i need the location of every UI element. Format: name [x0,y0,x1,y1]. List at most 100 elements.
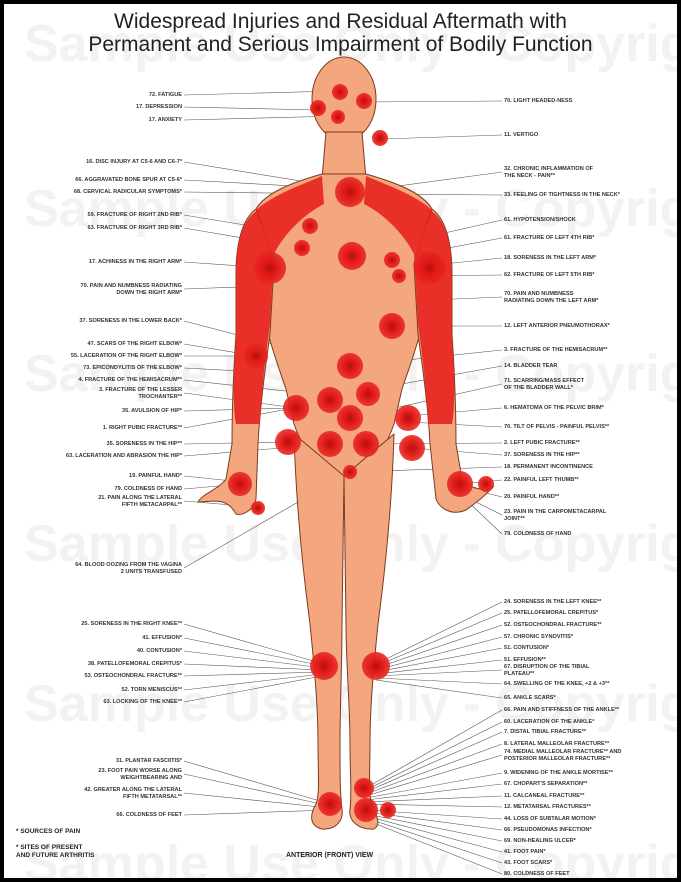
left-label-8: 17. ACHINESS IN THE RIGHT ARM* [7,259,182,266]
right-leader-line-30 [376,680,502,698]
inflammation-spot-27 [251,501,265,515]
left-label-9: 70. PAIN AND NUMBNESS RADIATING DOWN THE… [7,283,182,296]
inflammation-spot-7 [294,240,310,256]
right-leader-line-43 [366,816,502,852]
left-label-23: 64. BLOOD OOZING FROM THE VAGINA 2 UNITS… [7,562,182,575]
left-label-7: 63. FRACTURE OF RIGHT 3RD RIB* [7,225,182,232]
left-label-12: 55. LACERATION OF THE RIGHT ELBOW* [7,353,182,360]
right-leader-line-1 [382,135,502,139]
inflammation-spot-28 [447,471,473,497]
inflammation-spot-14 [244,344,268,368]
inflammation-spot-29 [478,476,494,492]
right-label-45: 80. COLDNESS OF FEET [504,871,674,878]
right-label-14: 70. TILT OF PELVIS - PAINFUL PELVIS** [504,424,674,431]
left-leader-line-26 [184,651,324,668]
left-label-21: 79. COLDNESS OF HAND [7,486,182,493]
inflammation-spot-15 [337,353,363,379]
diagram-title: Widespread Injuries and Residual Afterma… [4,10,677,56]
left-leader-line-33 [184,793,330,808]
right-leader-line-36 [366,773,502,798]
right-label-24: 52. OSTEOCHONDRAL FRACTURE** [504,622,674,629]
left-label-27: 38. PATELLOFEMORAL CREPITUS* [7,661,182,668]
left-label-14: 4. FRACTURE OF THE HEMISACRUM** [7,377,182,384]
inflammation-spot-34 [354,798,378,822]
inflammation-spot-13 [379,313,405,339]
left-label-18: 35. SORENESS IN THE HIP** [7,441,182,448]
title-line-2: Permanent and Serious Impairment of Bodi… [4,33,677,56]
arm-inflammation-zone-1 [414,210,454,424]
right-leader-line-24 [376,625,502,668]
left-label-22: 21. PAIN ALONG THE LATERAL FIFTH METACAR… [7,495,182,508]
left-leader-line-25 [184,638,324,666]
inflammation-spot-22 [317,431,343,457]
inflammation-spot-20 [395,405,421,431]
left-label-13: 73. EPICONDYLITIS OF THE ELBOW* [7,365,182,372]
inflammation-spot-4 [372,130,388,146]
right-label-37: 67. CHOPART'S SEPARATION** [504,781,674,788]
inflammation-spot-23 [353,431,379,457]
right-label-3: 33. FEELING OF TIGHTNESS IN THE NECK* [504,192,674,199]
right-label-33: 7. DISTAL TIBIAL FRACTURE** [504,729,674,736]
left-leader-line-1 [184,107,318,110]
right-label-36: 9. WIDENING OF THE ANKLE MORTISE** [504,770,674,777]
right-label-22: 24. SORENESS IN THE LEFT KNEE** [504,599,674,606]
right-label-38: 11. CALCANEAL FRACTURE** [504,793,674,800]
inflammation-spot-17 [317,387,343,413]
right-label-6: 18. SORENESS IN THE LEFT ARM* [504,255,674,262]
left-leader-line-24 [184,624,324,664]
right-label-7: 62. FRACTURE OF LEFT 5TH RIB* [504,272,674,279]
right-label-44: 43. FOOT SCARS* [504,860,674,867]
left-label-3: 16. DISC INJURY AT C5-6 AND C6-7* [7,159,182,166]
right-leader-line-22 [376,602,502,664]
right-leader-line-25 [376,637,502,670]
right-label-15: 2. LEFT PUBIC FRACTURE** [504,440,674,447]
inflammation-spot-21 [275,429,301,455]
right-label-41: 66. PSEUDOMONAS INFECTION* [504,827,674,834]
inflammation-spot-31 [362,652,390,680]
inflammation-spot-9 [384,252,400,268]
right-label-10: 3. FRACTURE OF THE HEMISACRUM** [504,347,674,354]
right-label-28: 67. DISRUPTION OF THE TIBIAL PLATEAU** [504,664,674,677]
left-label-34: 66. COLDNESS OF FEET [7,812,182,819]
inflammation-spot-12 [414,252,446,284]
right-leader-line-32 [366,722,502,790]
inflammation-spot-2 [356,93,372,109]
left-leader-line-27 [184,664,322,670]
right-label-21: 79. COLDNESS OF HAND [504,531,674,538]
right-label-30: 65. ANKLE SCARS* [504,695,674,702]
right-leader-line-31 [366,710,502,788]
left-label-16: 35. AVULSION OF HIP* [7,408,182,415]
inflammation-spot-5 [335,177,365,207]
body-silhouette [198,57,494,829]
inflammation-spot-33 [354,778,374,798]
right-leader-line-38 [366,796,502,802]
right-leader-line-0 [364,101,502,102]
diagram-frame: Sample Use Only - Copyright Sample Use O… [4,4,677,878]
left-label-2: 17. ANXIETY [7,117,182,124]
left-label-30: 63. LOCKING OF THE KNEE** [7,699,182,706]
right-label-32: 60. LACERATION OF THE ANKLE* [504,719,674,726]
right-label-25: 57. CHRONIC SYNOVITIS* [504,634,674,641]
left-label-17: 1. RIGHT PUBIC FRACTURE** [7,425,182,432]
left-leader-line-28 [184,672,322,676]
right-leader-line-45 [366,820,502,874]
right-label-40: 44. LOSS OF SUBTALAR MOTION* [504,816,674,823]
left-label-29: 52. TORN MENISCUS** [7,687,182,694]
left-label-25: 41. EFFUSION* [7,635,182,642]
right-label-43: 41. FOOT PAIN* [504,849,674,856]
left-label-20: 19. PAINFUL HAND* [7,473,182,480]
inflammation-spot-8 [338,242,366,270]
inflammation-spot-11 [254,252,286,284]
right-label-26: 51. CONTUSION* [504,645,674,652]
right-label-18: 22. PAINFUL LEFT THUMB** [504,477,674,484]
right-leader-line-27 [376,660,502,674]
inflammation-spot-16 [283,395,309,421]
inflammation-spot-18 [356,382,380,406]
left-label-4: 66. AGGRAVATED BONE SPUR AT C5-6* [7,177,182,184]
right-label-35: 74. MEDIAL MALLEOLAR FRACTURE** AND POST… [504,749,674,762]
left-label-32: 23. FOOT PAIN WORSE ALONG WEIGHTBEARING … [7,768,182,781]
right-leader-line-44 [366,818,502,863]
right-label-29: 64. SWELLING OF THE KNEE, +2 & +3** [504,681,674,688]
right-label-13: 6. HEMATOMA OF THE PELVIC BRIM* [504,405,674,412]
left-label-28: 53. OSTEOCHONDRAL FRACTURE** [7,673,182,680]
